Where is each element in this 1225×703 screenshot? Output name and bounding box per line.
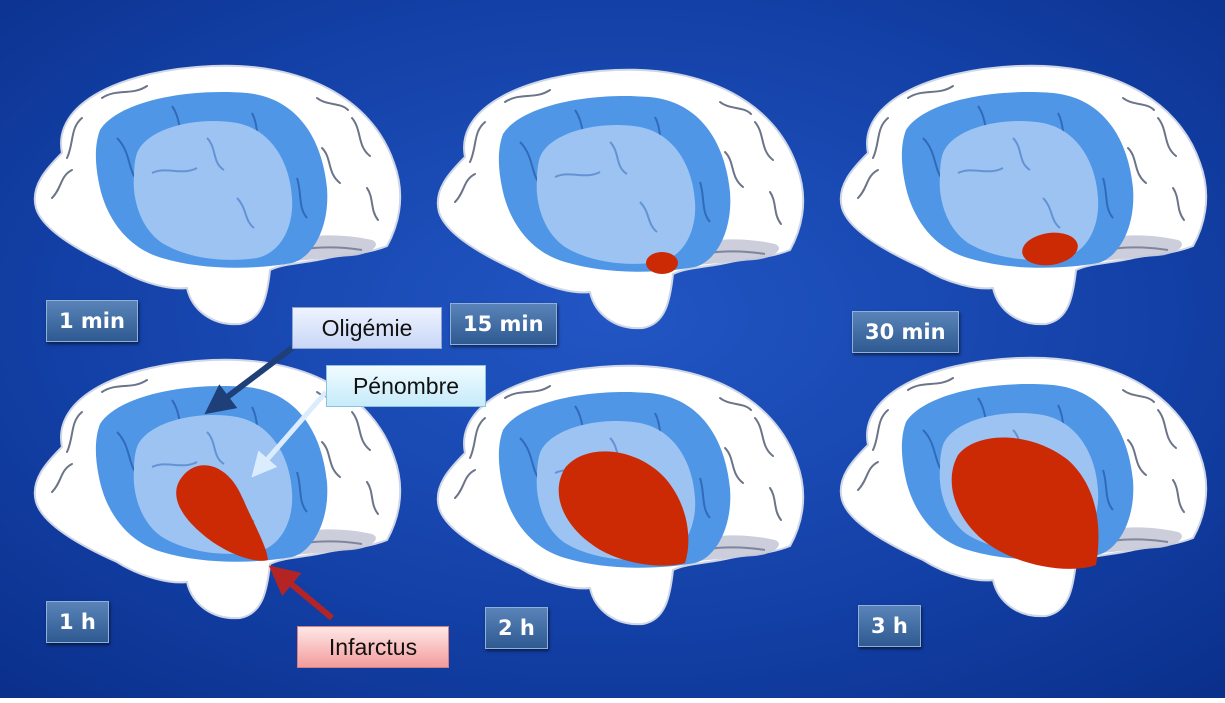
time-label-1-h: 1 h xyxy=(46,601,109,643)
time-label-3-h: 3 h xyxy=(858,605,921,647)
time-label-30-min: 30 min xyxy=(852,311,959,353)
infarct-core-15-min xyxy=(646,252,678,274)
callout-oligemia: Oligémie xyxy=(292,307,442,349)
callout-infarct: Infarctus xyxy=(297,626,449,668)
callout-penumbra: Pénombre xyxy=(326,365,486,407)
time-label-15-min: 15 min xyxy=(450,303,557,345)
time-label-1-min: 1 min xyxy=(46,300,138,342)
time-label-2-h: 2 h xyxy=(485,607,548,649)
